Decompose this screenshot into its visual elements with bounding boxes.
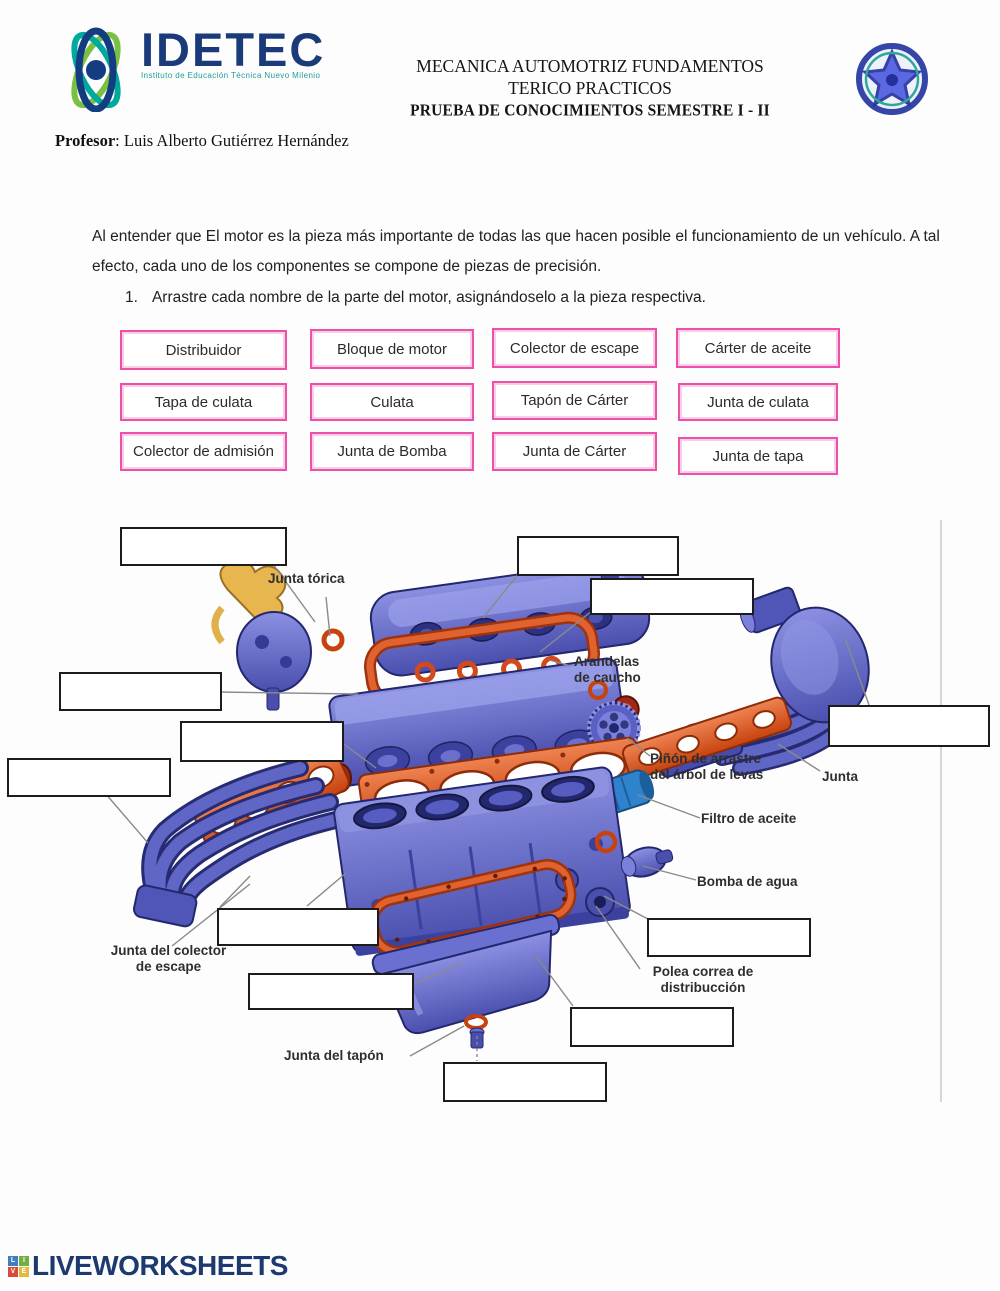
- label-pinon: Piñón de arrastre del árbol de levas: [650, 751, 764, 782]
- instruction-line: 1. Arrastre cada nombre de la parte del m…: [125, 289, 706, 307]
- tile-v: V: [8, 1266, 18, 1277]
- label-polea: Polea correa de distribucción: [652, 964, 754, 995]
- label-junta: Junta: [822, 769, 859, 784]
- liveworksheets-brand: LIVEWORKSHEETS: [32, 1250, 288, 1281]
- tile-e: E: [19, 1266, 29, 1277]
- pump-gasket-ring: [594, 830, 618, 854]
- answer-slot-11[interactable]: [570, 1007, 734, 1047]
- idetec-logo: IDETEC Instituto de Educación Técnica Nu…: [55, 26, 325, 117]
- distributor-part: [211, 560, 312, 711]
- title-line1: MECANICA AUTOMOTRIZ FUNDAMENTOS: [416, 56, 764, 76]
- word-chip-distribuidor[interactable]: Distribuidor: [120, 330, 287, 370]
- label-filtro: Filtro de aceite: [701, 811, 797, 826]
- word-chip-tapa-de-culata[interactable]: Tapa de culata: [120, 383, 287, 421]
- professor-line: Profesor: Luis Alberto Gutiérrez Hernánd…: [55, 131, 349, 151]
- word-chip-culata[interactable]: Culata: [310, 383, 474, 421]
- school-emblem-icon: [855, 42, 929, 121]
- small-seal-ring: [588, 680, 608, 700]
- intro-paragraph: Al entender que El motor es la pieza más…: [92, 228, 940, 275]
- atom-icon: [55, 26, 137, 117]
- tile-i: I: [19, 1255, 29, 1266]
- o-ring-part: [321, 628, 345, 652]
- answer-slot-6[interactable]: [7, 758, 171, 797]
- instruction-number: 1.: [125, 289, 138, 306]
- word-chip-colector-de-admision[interactable]: Colector de admisión: [120, 432, 287, 471]
- word-chip-junta-de-bomba[interactable]: Junta de Bomba: [310, 432, 474, 471]
- instruction-text: Arrastre cada nombre de la parte del mot…: [151, 289, 706, 306]
- exhaust-manifold-part: [132, 759, 353, 928]
- logo-brand-text: IDETEC: [141, 23, 326, 76]
- word-chip-tapon-de-carter[interactable]: Tapón de Cárter: [492, 381, 657, 420]
- answer-slot-3[interactable]: [590, 578, 754, 615]
- title-line3: PRUEBA DE CONOCIMIENTOS SEMESTRE I - II: [410, 101, 770, 120]
- label-junta-torica: Junta tórica: [268, 571, 345, 586]
- answer-slot-1[interactable]: [120, 527, 287, 566]
- tile-l: L: [8, 1255, 18, 1266]
- drain-plug-part: [469, 1027, 485, 1049]
- label-arandelas: Arandelas de caucho: [574, 654, 641, 685]
- label-bomba: Bomba de agua: [697, 874, 798, 889]
- answer-slot-4[interactable]: [59, 672, 222, 711]
- water-pump-part: [620, 846, 674, 878]
- answer-slot-5[interactable]: [180, 721, 344, 762]
- word-chip-junta-de-culata[interactable]: Junta de culata: [678, 383, 838, 421]
- answer-slot-2[interactable]: [517, 536, 679, 576]
- word-chip-bloque-de-motor[interactable]: Bloque de motor: [310, 329, 474, 369]
- title-line2: TERICO PRACTICOS: [508, 77, 672, 98]
- professor-name: : Luis Alberto Gutiérrez Hernández: [115, 131, 349, 150]
- answer-slot-10[interactable]: [647, 918, 811, 957]
- word-chip-colector-de-escape[interactable]: Colector de escape: [492, 328, 657, 368]
- label-tapon: Junta del tapón: [284, 1048, 384, 1063]
- answer-slot-8[interactable]: [217, 908, 379, 946]
- label-colector: Junta del colector de escape: [110, 943, 227, 974]
- word-chip-junta-de-tapa[interactable]: Junta de tapa: [678, 437, 838, 475]
- engine-exploded-diagram: [104, 520, 942, 1102]
- oil-pan-part: [371, 913, 561, 1035]
- word-chip-carter-de-aceite[interactable]: Cárter de aceite: [676, 328, 840, 368]
- document-title: MECANICA AUTOMOTRIZ FUNDAMENTOS TERICO P…: [330, 56, 850, 120]
- word-chip-junta-de-carter[interactable]: Junta de Cárter: [492, 432, 657, 471]
- liveworksheets-icon: L I V E: [8, 1255, 29, 1277]
- answer-slot-7[interactable]: [828, 705, 990, 747]
- answer-slot-12[interactable]: [443, 1062, 607, 1102]
- leader-lines: [104, 559, 870, 1061]
- liveworksheets-footer: L I V E LIVEWORKSHEETS: [8, 1250, 288, 1282]
- drain-washer-part: [464, 1014, 488, 1030]
- answer-slot-9[interactable]: [248, 973, 414, 1010]
- logo-subtitle: Instituto de Educación Técnica Nuevo Mil…: [141, 71, 321, 80]
- professor-label: Profesor: [55, 131, 116, 150]
